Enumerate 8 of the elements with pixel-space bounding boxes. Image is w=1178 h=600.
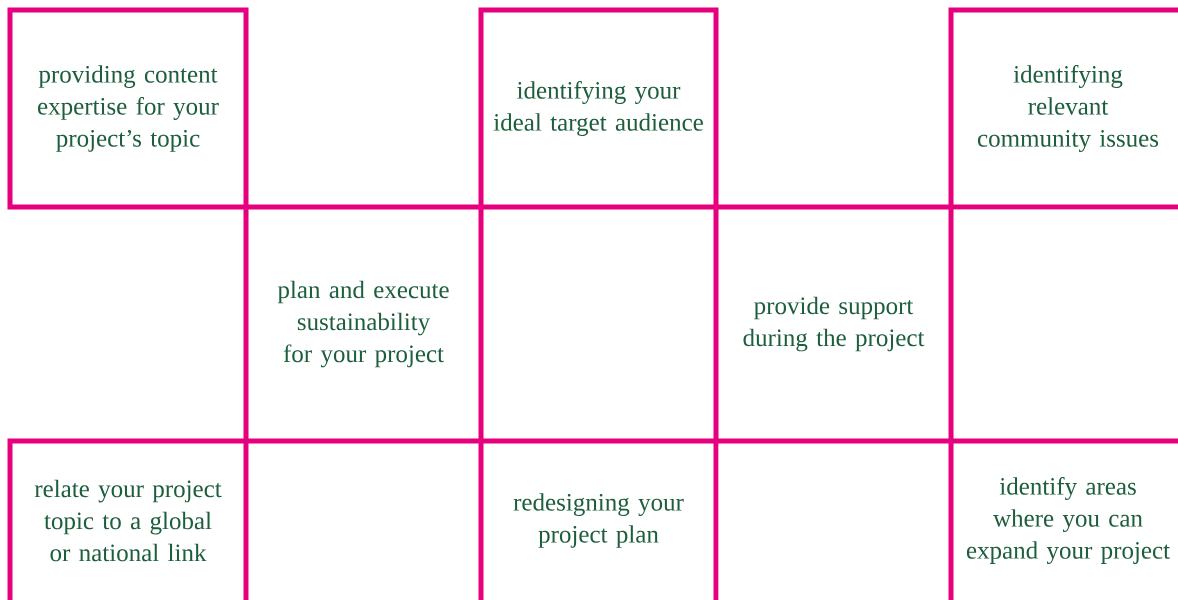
grid-cell: provide support during the project [713,204,954,444]
grid-cell: redesigning your project plan [478,438,719,600]
grid-cell: identifying your ideal target audience [478,7,719,210]
grid-cell: identify areas where you can expand your project [948,438,1178,600]
grid-cell: relate your project topic to a global or national link [7,438,249,600]
grid-cell: plan and execute sustainability for your project [243,204,484,444]
grid-cell: identifying relevant community issues [948,7,1178,210]
grid-cell: providing content expertise for your project’s topic [7,7,249,210]
